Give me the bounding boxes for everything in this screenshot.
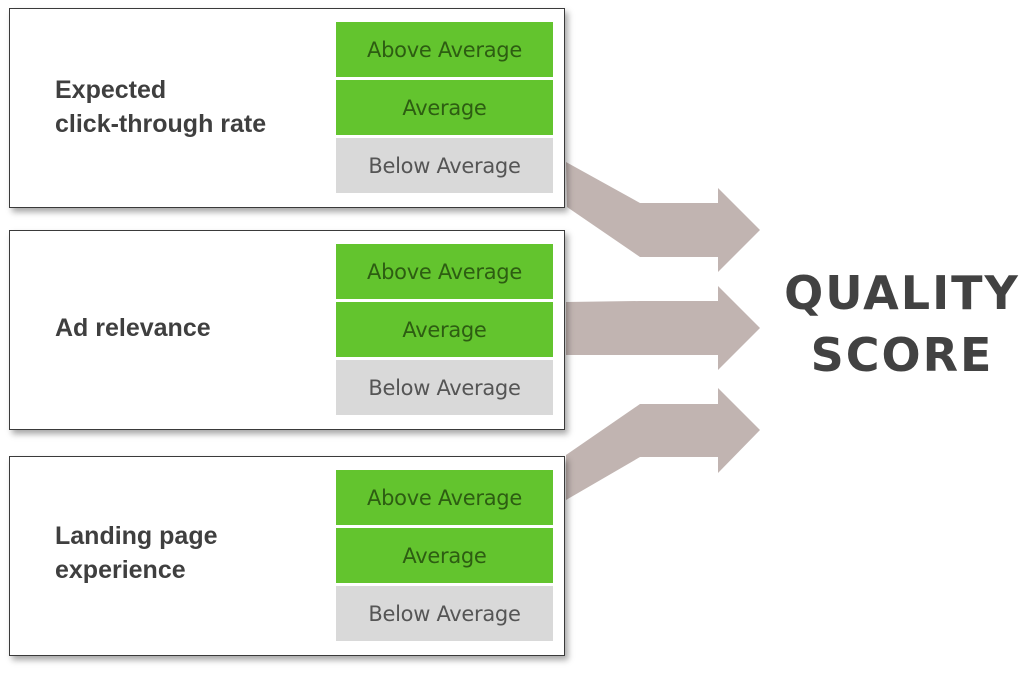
rating-below-average: Below Average [336, 360, 553, 415]
flow-arrow-bottom [566, 388, 760, 500]
rating-average: Average [336, 302, 553, 357]
factor-label: Landing page experience [55, 522, 218, 584]
flow-arrow-top [566, 162, 760, 272]
factor-panel-landing-page: Landing page experience Above Average Av… [9, 456, 565, 656]
factor-label: Expected click-through rate [55, 76, 267, 138]
rating-above-average: Above Average [336, 244, 553, 299]
rating-below-average: Below Average [336, 586, 553, 641]
rating-stack: Above Average Average Below Average [336, 244, 553, 418]
rating-above-average: Above Average [336, 470, 553, 525]
rating-above-average: Above Average [336, 22, 553, 77]
rating-average: Average [336, 528, 553, 583]
rating-stack: Above Average Average Below Average [336, 22, 553, 196]
rating-average: Average [336, 80, 553, 135]
rating-stack: Above Average Average Below Average [336, 470, 553, 644]
quality-score-title: QUALITY SCORE [784, 266, 1020, 382]
rating-below-average: Below Average [336, 138, 553, 193]
factor-panel-ctr: Expected click-through rate Above Averag… [9, 8, 565, 208]
factor-label: Ad relevance [55, 314, 211, 342]
flow-arrow-middle [566, 286, 760, 370]
factor-panel-ad-relevance: Ad relevance Above Average Average Below… [9, 230, 565, 430]
